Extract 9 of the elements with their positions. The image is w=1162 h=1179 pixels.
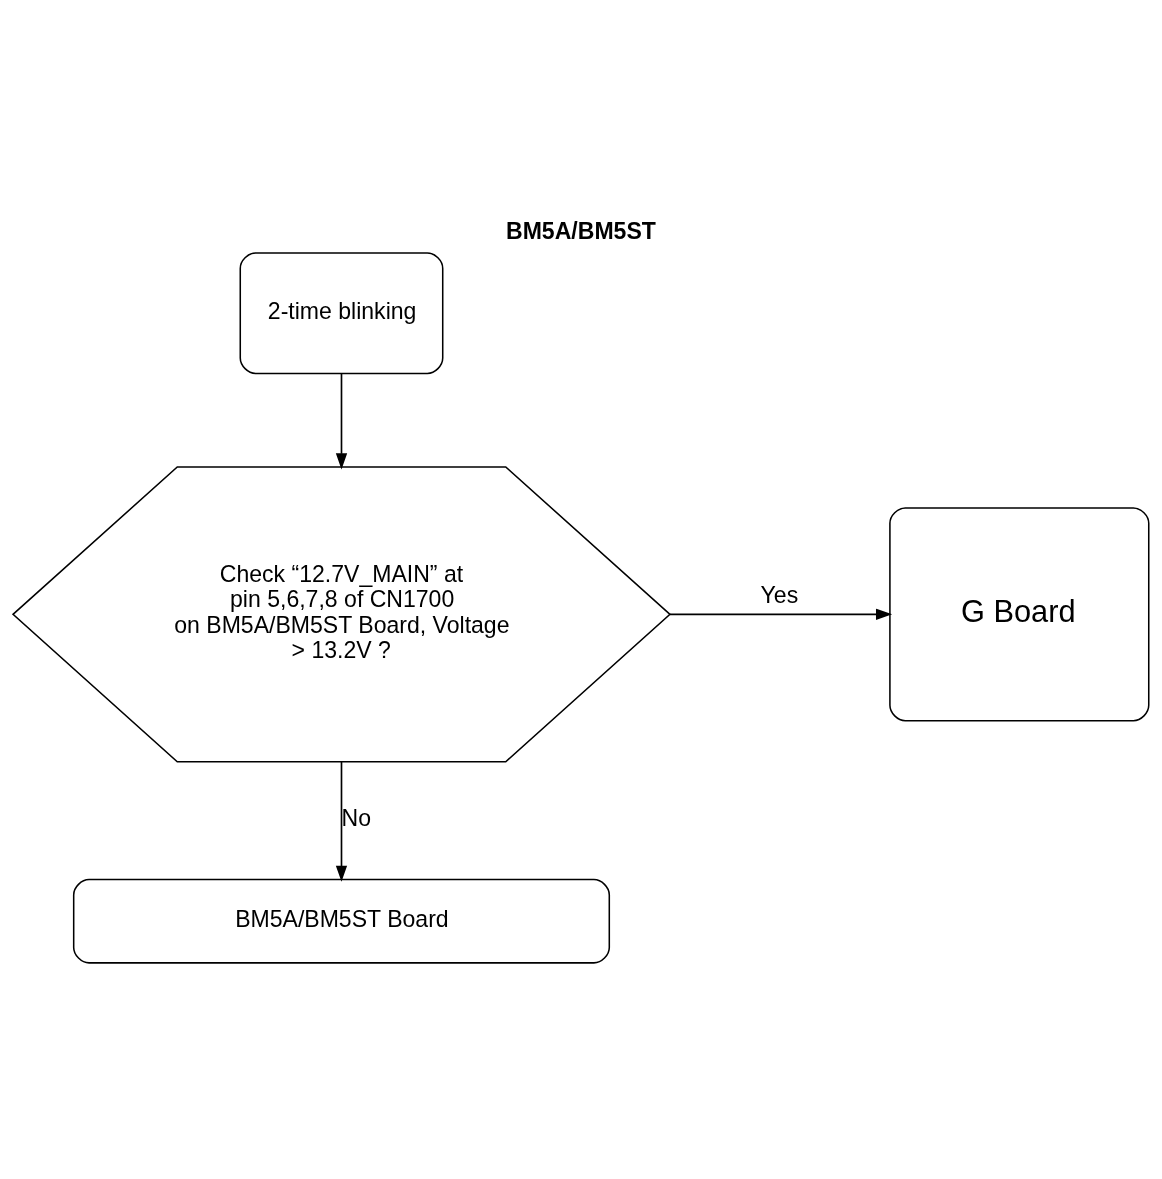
diagram-title: BM5A/BM5ST bbox=[506, 217, 656, 244]
edge-label: Yes bbox=[760, 581, 799, 608]
node-box: 2-time blinking bbox=[239, 251, 444, 374]
node-box: BM5A/BM5ST Board bbox=[72, 878, 611, 964]
edge-label: No bbox=[341, 804, 371, 831]
node-box: G Board bbox=[889, 506, 1150, 721]
arrow bbox=[669, 608, 893, 620]
arrow bbox=[335, 372, 348, 469]
arrow bbox=[335, 760, 348, 882]
